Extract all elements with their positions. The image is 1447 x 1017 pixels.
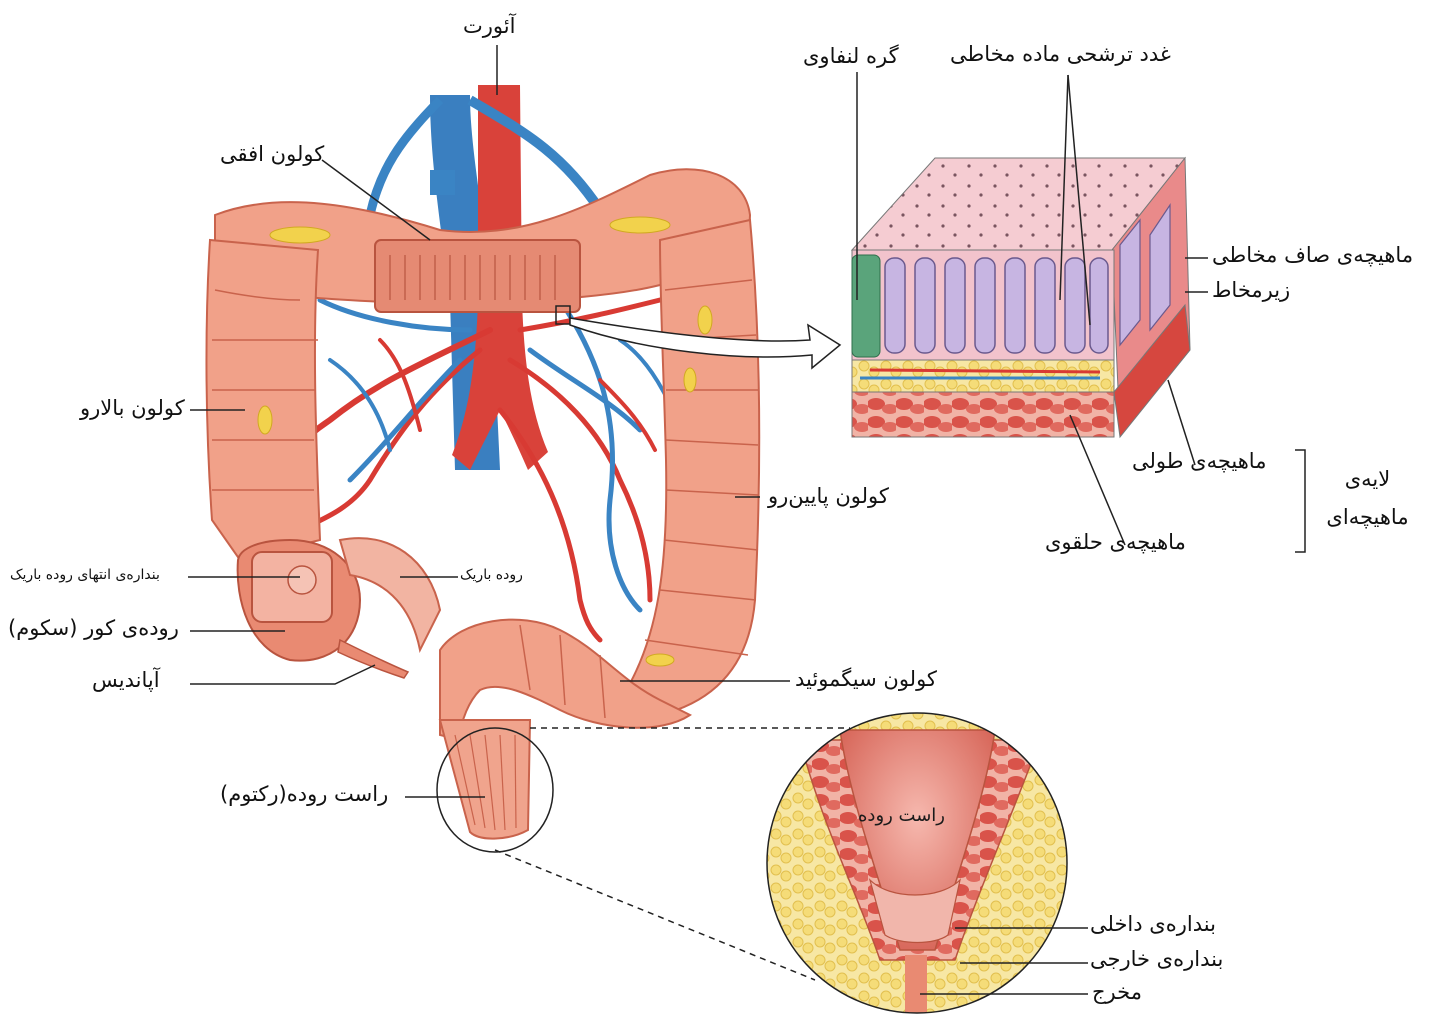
appendix-shape	[338, 640, 408, 678]
label-sigmoid-colon: کولون سیگموئید	[795, 667, 937, 691]
descending-colon-shape	[620, 220, 759, 715]
label-submucosa: زیرمخاط	[1212, 278, 1290, 302]
label-muscularis-mucosae: ماهیچه‌ی صاف مخاطی	[1212, 243, 1413, 267]
label-appendix: آپاندیس	[92, 668, 160, 692]
label-descending-colon: کولون پایین‌رو	[768, 484, 889, 508]
label-muscle-layer: لایه‌ی ماهیچه‌ای	[1320, 460, 1415, 536]
colon-illustration	[206, 85, 759, 839]
label-transverse-colon: کولون افقی	[220, 142, 324, 166]
label-lymph-node: گره لنفاوی	[803, 44, 899, 68]
label-rectum-inner: راست روده	[858, 805, 945, 826]
lymph-node	[852, 255, 880, 357]
label-circular-muscle: ماهیچه‌ی حلقوی	[1045, 530, 1186, 554]
label-mucus-glands: غدد ترشحی ماده مخاطی	[950, 42, 1171, 66]
label-rectum: راست روده(رکتوم)	[220, 782, 388, 806]
label-longitudinal-muscle: ماهیچه‌ی طولی	[1132, 449, 1266, 473]
label-aorta: آئورت	[463, 14, 515, 38]
label-ascending-colon: کولون بالارو	[80, 396, 185, 420]
ascending-colon-shape	[206, 240, 320, 560]
label-external-sphincter: بنداره‌ی خارجی	[1090, 947, 1223, 971]
label-ileocecal-valve: بنداره‌ی انتهای روده باریک	[10, 567, 160, 583]
label-internal-sphincter: بنداره‌ی داخلی	[1090, 912, 1216, 936]
label-anus: مخرج	[1092, 980, 1142, 1004]
label-muscle-layer-line2: ماهیچه‌ای	[1320, 498, 1415, 536]
label-small-intestine: روده باریک	[460, 567, 523, 583]
transverse-colon-opening	[375, 240, 580, 312]
label-cecum: روده‌ی کور (سکوم)	[8, 616, 179, 640]
tissue-cross-section	[852, 158, 1190, 437]
label-muscle-layer-line1: لایه‌ی	[1320, 460, 1415, 498]
